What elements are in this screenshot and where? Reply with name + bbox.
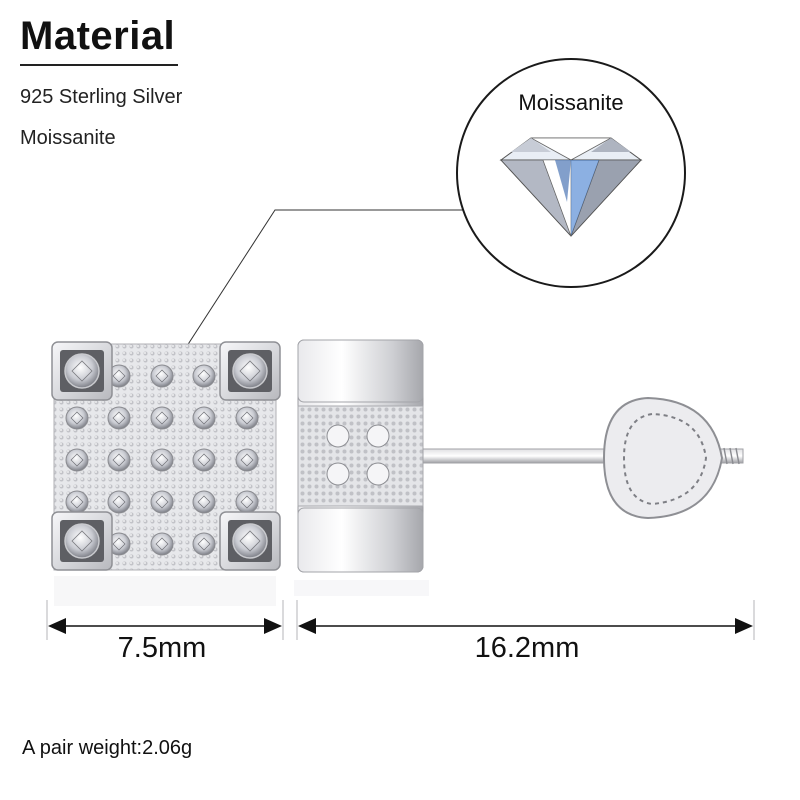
pave-stone: [65, 490, 89, 514]
pave-stone: [192, 490, 216, 514]
length-dimension-label: 16.2mm: [474, 632, 580, 664]
earring-side-view: [294, 339, 744, 596]
material-item-silver: 925 Sterling Silver: [20, 86, 183, 108]
pave-stone: [107, 448, 131, 472]
pave-stone: [107, 406, 131, 430]
pave-stone: [150, 406, 174, 430]
thread-mark: [729, 447, 734, 465]
dimension-arrows: [46, 600, 755, 640]
pave-stone: [150, 490, 174, 514]
corner-setting: [51, 341, 113, 401]
pave-stones: [65, 364, 259, 556]
pave-stone: [192, 406, 216, 430]
corner-setting: [51, 511, 113, 571]
moissanite-callout: Moissanite: [456, 58, 686, 288]
pave-stone: [235, 448, 259, 472]
side-stones: [326, 424, 390, 486]
pave-stone: [192, 448, 216, 472]
pave-stone: [150, 448, 174, 472]
diamond-icon: [499, 137, 643, 237]
pave-stone: [235, 406, 259, 430]
pave-stone: [192, 364, 216, 388]
pave-stone: [65, 406, 89, 430]
width-dimension-label: 7.5mm: [117, 632, 207, 664]
title-underline: [20, 64, 178, 66]
corner-settings: [51, 341, 281, 571]
section-title: Material: [20, 14, 176, 58]
callout-label: Moissanite: [518, 90, 624, 115]
earring-front-view: [51, 341, 281, 606]
pave-stone: [235, 490, 259, 514]
thread-mark: [735, 447, 740, 465]
pave-stone: [150, 532, 174, 556]
material-item-moissanite: Moissanite: [20, 127, 116, 149]
pair-weight-text: A pair weight:2.06g: [22, 737, 193, 759]
thread-mark: [723, 447, 728, 465]
pave-stone: [107, 490, 131, 514]
pave-stone: [192, 532, 216, 556]
corner-setting: [219, 511, 281, 571]
pave-stone: [150, 364, 174, 388]
corner-setting: [219, 341, 281, 401]
pave-stone: [65, 448, 89, 472]
